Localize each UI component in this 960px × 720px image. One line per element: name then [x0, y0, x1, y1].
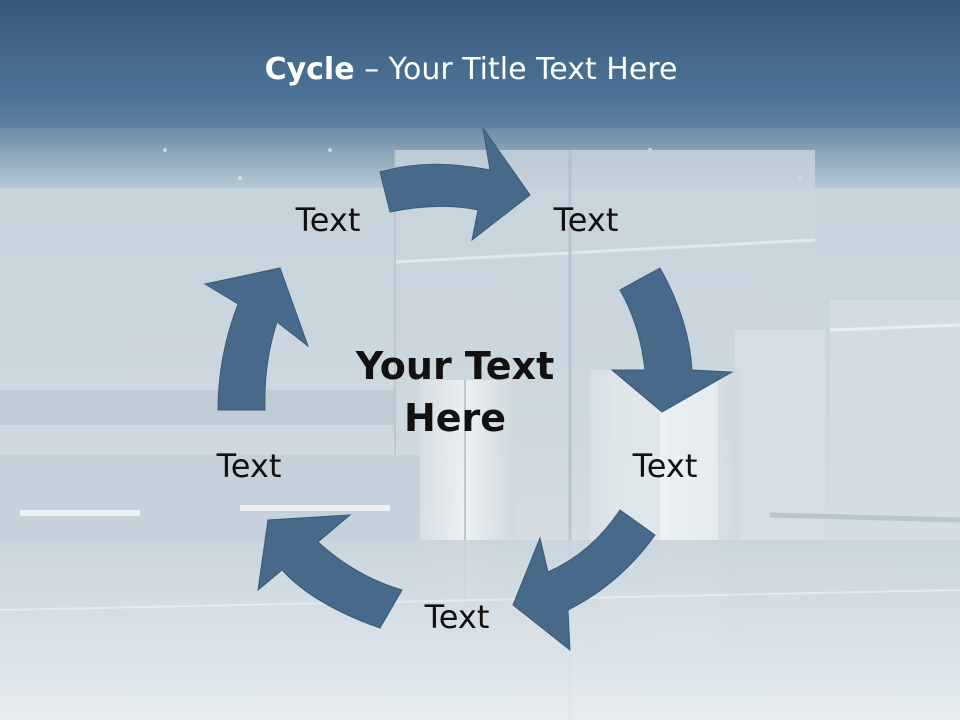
cycle-arrow-top [379, 127, 531, 242]
title-text: Your Title Text Here [388, 52, 678, 87]
cycle-node-label: Text [424, 598, 490, 636]
title-bold: Cycle [264, 52, 355, 87]
cycle-node-label: Text [295, 201, 361, 239]
cycle-arrow-right [610, 267, 734, 413]
title-separator: – [354, 52, 389, 87]
cycle-node-label: Text [553, 201, 619, 239]
cycle-node-label: Text [632, 447, 698, 485]
cycle-arrow-bottom-left [257, 514, 403, 629]
cycle-arrow-bottom-right [512, 509, 656, 652]
center-text: Your Text Here [355, 344, 555, 440]
cycle-arrow-left [203, 267, 310, 411]
cycle-node-label: Text [216, 447, 282, 485]
slide-title: Cycle – Your Title Text Here [0, 52, 942, 87]
